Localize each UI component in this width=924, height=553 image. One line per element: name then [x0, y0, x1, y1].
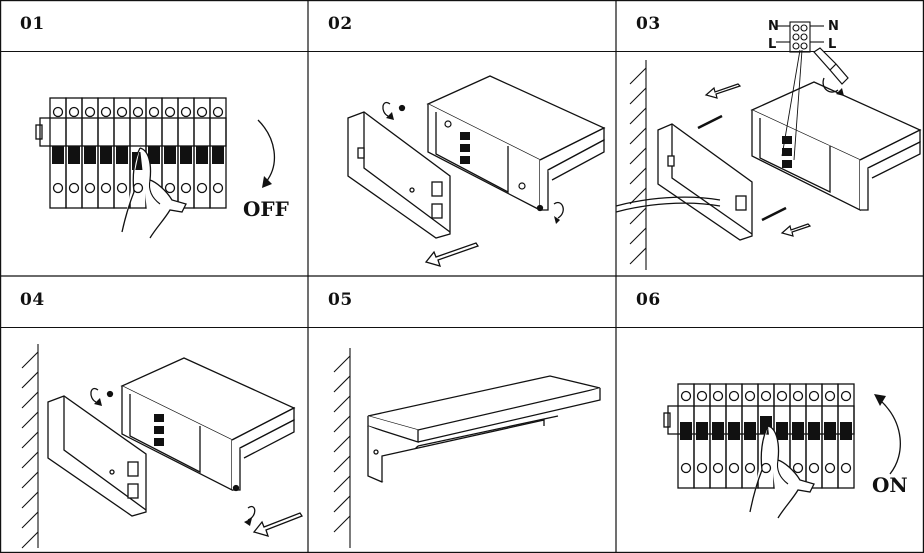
terminal-block [782, 136, 792, 168]
rotate-down-arrow [257, 119, 276, 183]
terminal-screws-top [680, 390, 852, 402]
screws [697, 114, 787, 222]
step-divider [616, 51, 924, 52]
screwdriver-icon [813, 47, 849, 85]
step-number: 05 [328, 290, 353, 310]
panel-step-03: 03 [616, 0, 924, 276]
hand-outline [749, 425, 815, 519]
screw-rotation-arrows [382, 101, 564, 219]
wall-hatching [333, 348, 351, 548]
mount-lamp-illustration [21, 344, 303, 549]
breaker-on-illustration: ON [663, 383, 908, 519]
push-arrow [252, 512, 303, 537]
switch-levers [680, 416, 852, 440]
wiring-illustration: N L N L [616, 19, 922, 270]
step-number: 06 [636, 290, 661, 310]
step-number: 03 [636, 14, 661, 34]
supply-cable [616, 196, 721, 213]
wire-label-l-left: L [768, 37, 776, 52]
step-divider [308, 327, 616, 328]
panel-step-02: 02 [308, 0, 616, 276]
off-label: OFF [243, 197, 289, 221]
breaker-off-illustration: OFF [35, 97, 289, 239]
panel-step-05: 05 [308, 276, 616, 552]
panel-step-04: 04 [0, 276, 308, 552]
installed-lamp-illustration [333, 348, 601, 548]
terminal-block [154, 414, 164, 446]
on-label: ON [872, 473, 908, 497]
terminal-screws-bottom [52, 182, 224, 194]
wall-hatching [629, 60, 647, 270]
lamp-assembled [367, 375, 601, 483]
pull-arrow [424, 242, 480, 267]
panel-step-06: 06 [616, 276, 924, 552]
terminal-detail-callout: N L N L [768, 19, 849, 161]
rotate-up-arrow [879, 399, 901, 475]
wall-hatching [21, 344, 39, 549]
step-divider [0, 327, 308, 328]
hand-outline [121, 147, 187, 239]
panel-step-01: 01 [0, 0, 308, 276]
push-arrow-upper [704, 83, 742, 99]
wire-label-l-right: L [828, 37, 836, 52]
step-number: 01 [20, 14, 45, 34]
push-arrow-lower [780, 223, 812, 237]
step-divider [0, 51, 308, 52]
step-number: 04 [20, 290, 45, 310]
terminal-block [460, 132, 470, 164]
screw-rotation-arrows [90, 387, 256, 521]
switch-levers [52, 146, 224, 170]
terminal-screws-bottom [680, 462, 852, 474]
terminal-screws-top [52, 106, 224, 118]
wire-label-n-left: N [768, 19, 779, 34]
remove-bracket-illustration [347, 75, 606, 267]
step-divider [616, 327, 924, 328]
wire-label-n-right: N [828, 19, 839, 34]
step-divider [308, 51, 616, 52]
step-number: 02 [328, 14, 353, 34]
